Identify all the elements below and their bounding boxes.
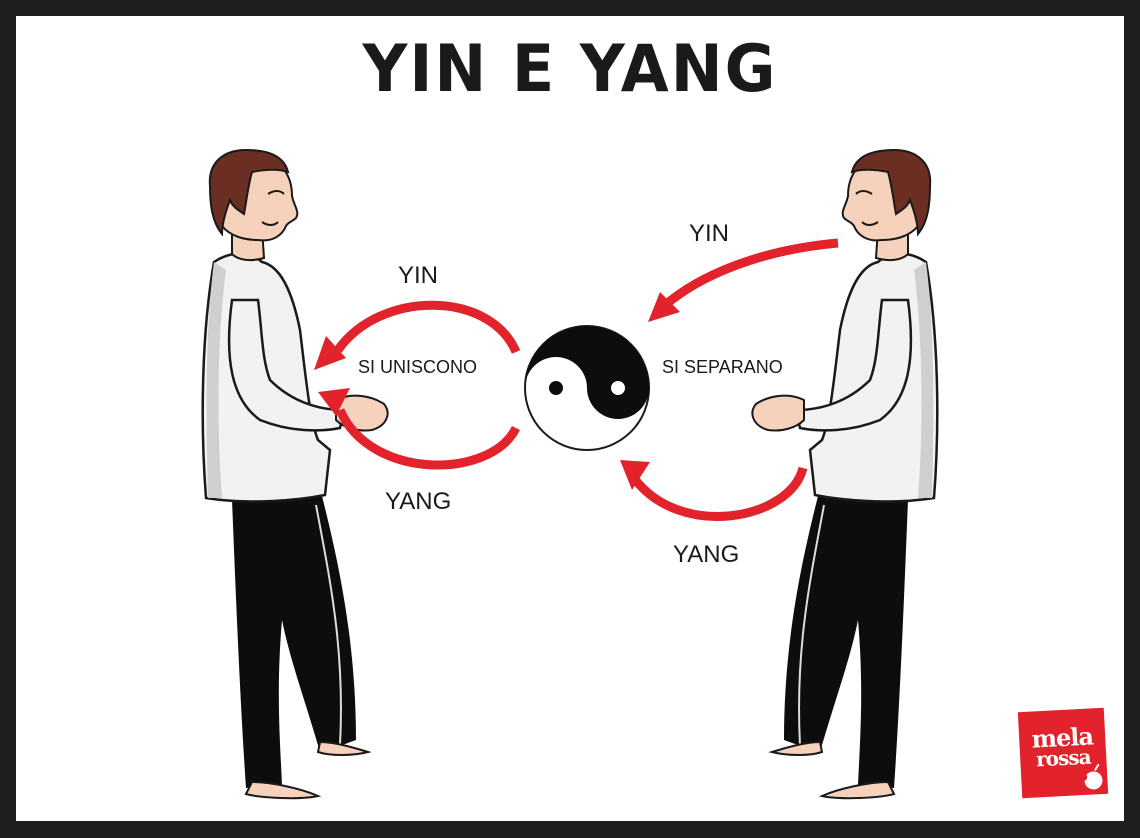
left-figure	[201, 148, 389, 800]
right-arrows	[620, 238, 839, 521]
melarossa-logo: mela rossa	[1017, 707, 1109, 799]
yin-yang-icon	[524, 325, 650, 451]
arrow-yang-left	[335, 408, 521, 470]
right-yang-label: YANG	[673, 541, 740, 568]
left-yang-label: YANG	[385, 488, 452, 515]
left-yin-label: YIN	[398, 262, 439, 289]
arrow-yang-right	[630, 466, 808, 521]
right-center-label: SI SEPARANO	[662, 357, 783, 377]
page-title: YIN E YANG	[362, 30, 778, 107]
left-arrows	[314, 300, 521, 470]
apple-icon	[1079, 763, 1103, 790]
arrow-yin-left	[334, 300, 521, 354]
left-center-label: SI UNISCONO	[358, 357, 478, 377]
right-figure	[751, 148, 939, 800]
right-yin-label: YIN	[689, 220, 730, 247]
arrow-yin-right	[661, 238, 839, 310]
